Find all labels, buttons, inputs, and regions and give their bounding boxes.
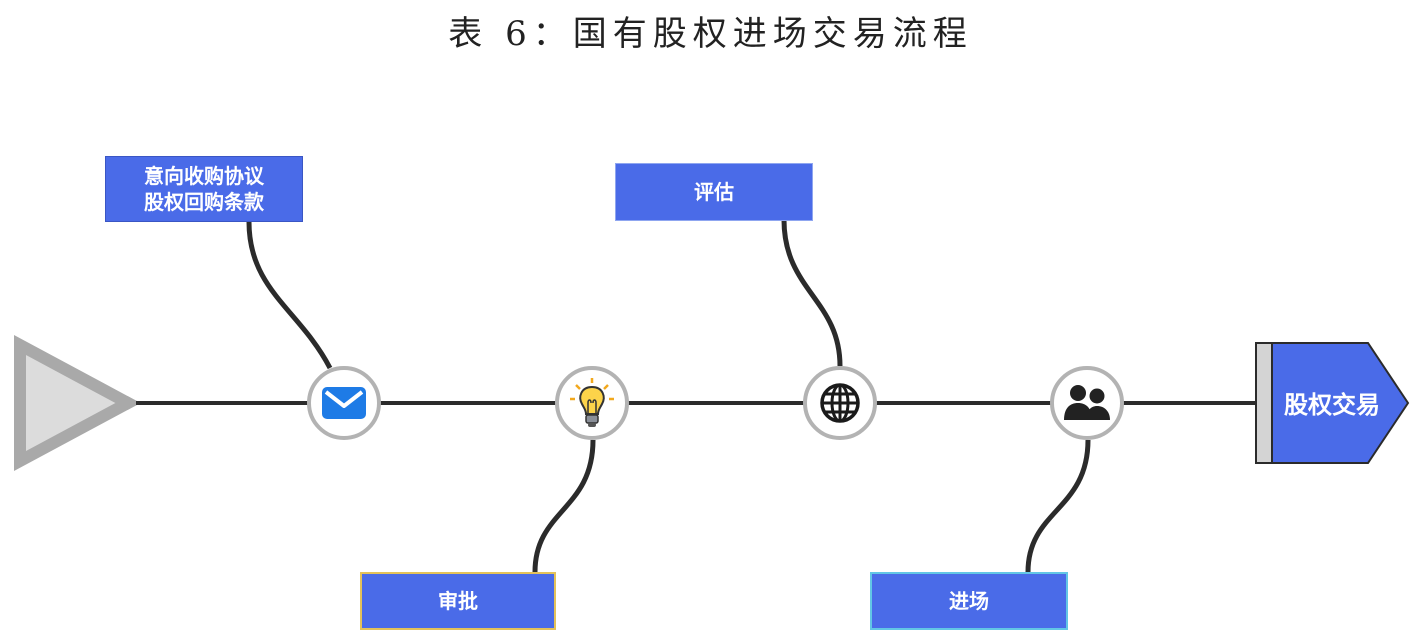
step-4-node: [1050, 366, 1124, 440]
connector-2: [532, 439, 596, 573]
step-2-label: 审批: [438, 589, 478, 613]
step-1-node: [307, 366, 381, 440]
step-2-label-box: 审批: [360, 572, 556, 630]
connector-1: [246, 221, 333, 370]
end-label: 股权交易: [1284, 390, 1380, 419]
globe-icon: [820, 383, 860, 423]
step-3-label-box: 评估: [615, 163, 813, 221]
envelope-icon: [322, 387, 366, 419]
end-arrow-tab: [1255, 342, 1273, 464]
diagram-title: 表 6：国有股权进场交易流程: [448, 14, 973, 54]
step-4-label: 进场: [949, 589, 989, 613]
step-3-node: [803, 366, 877, 440]
lightbulb-icon: [570, 378, 614, 427]
connector-4: [1025, 439, 1091, 573]
start-triangle: [14, 334, 141, 472]
people-icon: [1064, 385, 1110, 420]
connector-3: [781, 219, 843, 367]
step-4-label-box: 进场: [870, 572, 1068, 630]
step-2-node: [555, 366, 629, 440]
step-1-label-box: 意向收购协议 股权回购条款: [105, 156, 303, 222]
step-1-label-line-2: 股权回购条款: [144, 190, 264, 214]
step-3-label: 评估: [694, 180, 734, 204]
step-1-label-line-1: 意向收购协议: [144, 164, 264, 188]
